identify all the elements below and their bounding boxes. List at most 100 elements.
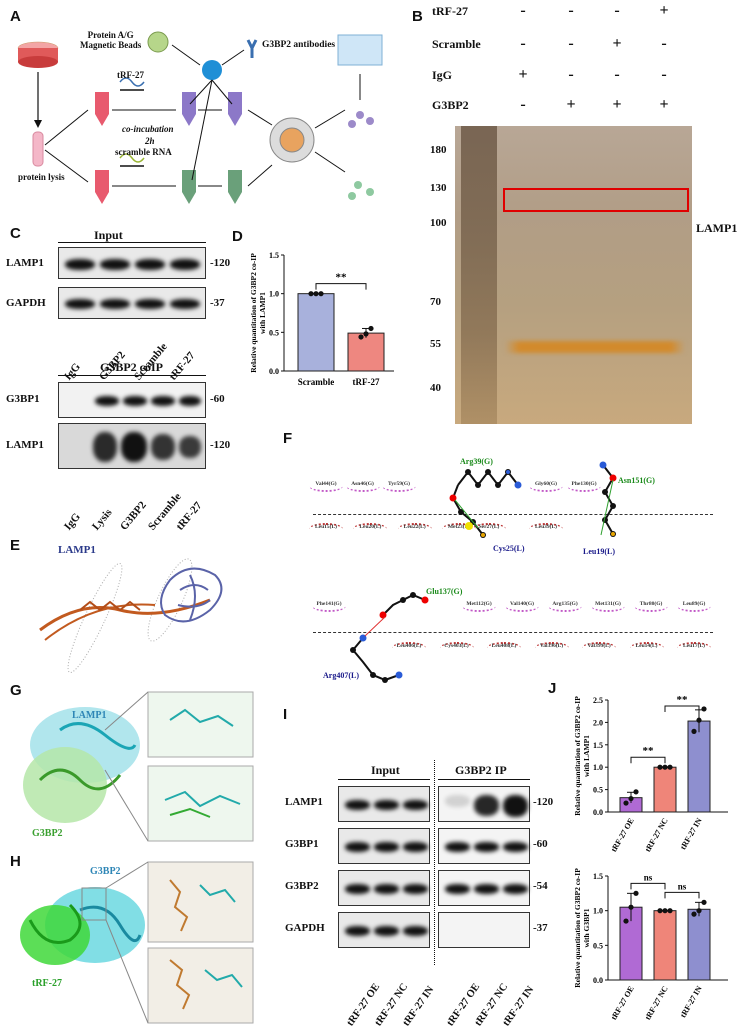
panel-label-e: E (10, 537, 21, 554)
i-blot-ip (438, 912, 530, 948)
panel-label-b: B (412, 8, 423, 25)
i-band (374, 884, 399, 894)
c-coip-lane-label: Lysis (90, 506, 115, 533)
c-coip-label-g3bp1: G3BP1 (6, 393, 40, 405)
f-residue-arc (534, 642, 569, 654)
data-point (691, 911, 697, 917)
f-residue-label: Leu89(G) (682, 601, 706, 607)
c-row-mw-lamp1: -120 (210, 257, 231, 269)
data-point (628, 904, 634, 910)
bar (653, 910, 677, 981)
beads-label: Protein A/G Magnetic Beads (80, 30, 142, 50)
h-g3bp2-label: G3BP2 (90, 866, 121, 877)
i-row-mw: -54 (533, 880, 548, 892)
f-ligand-glu137: Glu137(G) (426, 587, 463, 596)
x-tick-label: tRF-27 IN (678, 816, 703, 851)
f-residue-label: Val44(G) (315, 481, 337, 487)
f-residue-label: Ser27(L) (478, 524, 500, 530)
data-point (662, 908, 668, 914)
x-tick-label: tRF-27 (353, 377, 380, 387)
y-tick-label: 0.0 (269, 367, 279, 376)
c-coip-lane-label: IgG (62, 510, 83, 533)
panel-label-c: C (10, 225, 21, 242)
f-residue-arc (442, 523, 476, 535)
y-tick-label: 0.5 (269, 328, 279, 337)
x-tick-label: tRF-27 NC (643, 984, 670, 1021)
c-coip-mw-g3bp1: -60 (210, 393, 225, 405)
y-tick-label: 1.5 (269, 251, 279, 260)
c-row-mw-gapdh: -37 (210, 297, 225, 309)
antibodies-label: G3BP2 antibodies (262, 40, 336, 50)
panel-label-d: D (232, 228, 243, 245)
b-row-label: tRF-27 (432, 4, 468, 18)
f-residue-arc (312, 600, 346, 612)
data-point (701, 706, 707, 712)
f-residue-arc (677, 600, 711, 612)
c-coip-label-lamp1: LAMP1 (6, 439, 44, 451)
f-residue-arc (582, 642, 616, 654)
data-point (363, 331, 369, 337)
i-row-label: GAPDH (285, 922, 325, 934)
i-band (374, 800, 399, 810)
i-band (403, 842, 428, 852)
data-point (623, 800, 629, 806)
b-row-label: Scramble (432, 37, 481, 51)
f-residue-arc (462, 600, 496, 612)
f-residue-label: Gly60(G) (535, 481, 557, 487)
i-band (445, 842, 470, 852)
f-residue-label: Leu22(L) (403, 524, 426, 530)
data-point (701, 899, 707, 905)
silver-stain-gel (455, 126, 692, 424)
i-band (474, 842, 499, 852)
significance-bracket (315, 283, 367, 290)
trf27-label-a: tRF-27 (117, 70, 144, 80)
y-axis-label: Relative quantitation of G3BP2 co-IPwith… (573, 696, 591, 816)
b-marker-label: 40 (430, 382, 441, 394)
f-residue-arc (382, 480, 416, 492)
f-residue-label: Thr80(G) (639, 601, 663, 607)
y-tick-label: 0.0 (593, 976, 603, 985)
f-residue-label: Leu39(L) (535, 524, 557, 530)
c-input-lane-label: tRF-27 (167, 349, 198, 383)
blot-c-gapdh (58, 287, 206, 319)
b-condition-sign: + (566, 96, 576, 113)
b-marker-label: 130 (430, 182, 447, 194)
y-tick-label: 1.5 (593, 741, 603, 750)
input-title-c: Input (94, 228, 123, 242)
f-residue-arc (353, 523, 388, 535)
significance-bracket (630, 756, 666, 764)
f-residue-arc (487, 642, 521, 654)
scramble-rna-label: scramble RNA (115, 147, 172, 157)
f-residue-label: Asn46(G) (351, 481, 374, 487)
f-residue-label: Val399(L) (587, 643, 611, 649)
i-band (345, 800, 370, 810)
i-band (403, 800, 428, 810)
i-band (345, 926, 370, 936)
f-residue-arc (397, 523, 432, 535)
f-ligand-leu19: Leu19(L) (583, 547, 615, 556)
data-point (691, 728, 697, 734)
f-ligand-arg407: Arg407(L) (323, 671, 359, 680)
f-residue-label: Met112(G) (466, 601, 492, 607)
i-ip-title: G3BP2 IP (455, 763, 507, 777)
i-band (374, 842, 399, 852)
c-input-lane-label: IgG (62, 360, 83, 383)
y-tick-label: 0.5 (593, 941, 603, 950)
f-residue-label: Leu14(L) (635, 643, 658, 649)
data-point (696, 717, 702, 723)
bar (653, 766, 677, 813)
data-point (308, 291, 314, 297)
bar (687, 908, 711, 981)
f-residue-arc (439, 642, 474, 654)
c-row-label-gapdh: GAPDH (6, 297, 46, 309)
g-g3bp2-label: G3BP2 (32, 828, 63, 839)
x-tick-label: tRF-27 IN (678, 984, 703, 1019)
b-row-label: IgG (432, 68, 453, 82)
y-tick-label: 0.0 (593, 808, 603, 817)
i-blot-input (338, 828, 430, 864)
panel-label-h: H (10, 853, 21, 870)
